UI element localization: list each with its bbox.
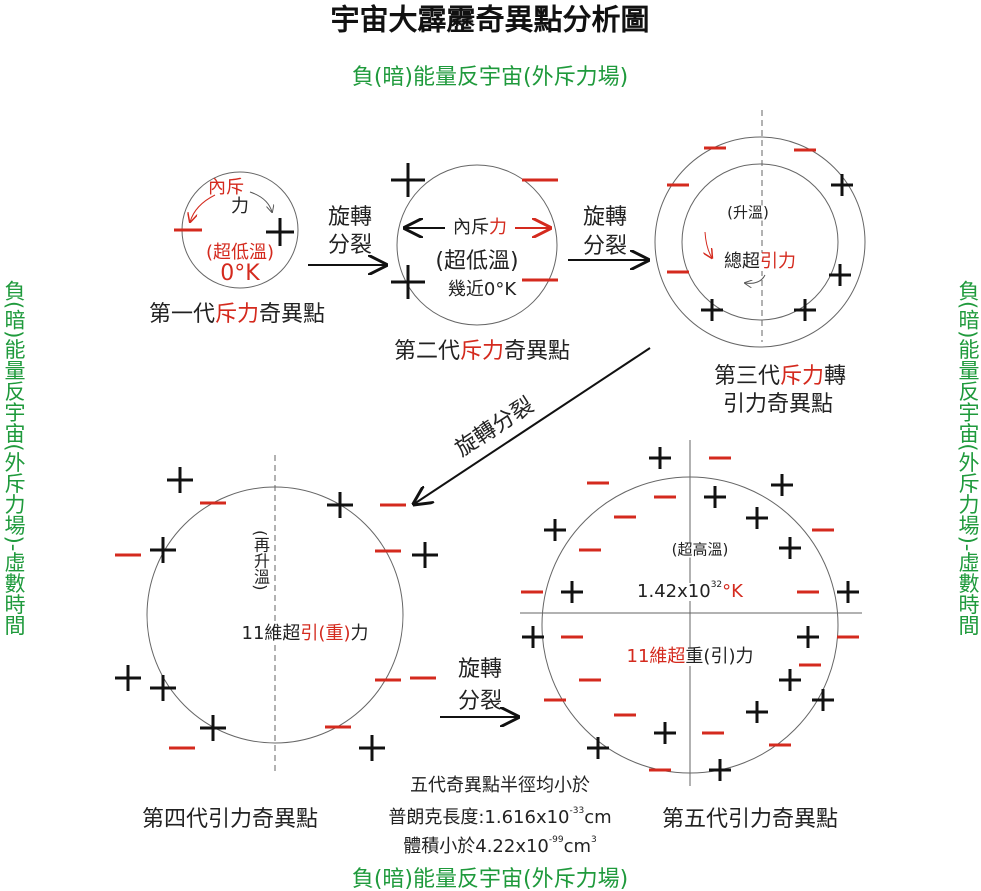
gen2-force-a: 內斥 bbox=[453, 217, 489, 238]
gen2-label: 第二代斥力奇異點 bbox=[394, 341, 570, 363]
gen1-label-red: 斥力 bbox=[214, 302, 260, 327]
gen4-force-a: 11維超 bbox=[241, 623, 301, 644]
gen4-label: 第四代引力奇異點 bbox=[141, 807, 319, 832]
gen1-inner-force: 力 bbox=[231, 196, 249, 217]
note-line3-exp2: 3 bbox=[591, 835, 597, 845]
gen1-inner-repel: 內斥 bbox=[208, 177, 244, 198]
gen3-label-a: 第三代 bbox=[713, 364, 780, 389]
gen5-force: 11維超重(引)力 bbox=[626, 646, 754, 667]
gen5-force-b: 重(引)力 bbox=[685, 646, 754, 667]
arrow1-line2: 分裂 bbox=[327, 233, 373, 258]
gen3-force: 總超引力 bbox=[724, 253, 796, 271]
gen4-force-red: 引(重) bbox=[300, 623, 351, 644]
note-line2: 普朗克長度:1.616x10-33cm bbox=[388, 806, 612, 828]
arrow2-line2: 分裂 bbox=[582, 234, 628, 259]
note-line3-b: cm bbox=[563, 836, 592, 857]
arrow3 bbox=[414, 347, 651, 504]
page-title: 宇宙大霹靂奇異點分析圖 bbox=[330, 2, 650, 37]
note-line1: 五代奇異點半徑均小於 bbox=[410, 775, 590, 796]
gen1-kelvin: 0°K bbox=[220, 261, 260, 286]
outer-field-top: 負(暗)能量反宇宙(外斥力場) bbox=[351, 65, 629, 90]
note-line2-b: cm bbox=[584, 807, 612, 828]
gen1-label-b: 奇異點 bbox=[259, 302, 326, 327]
gen5-force-red: 11維超 bbox=[626, 646, 686, 667]
gen2-label-b: 奇異點 bbox=[504, 339, 571, 364]
note-line3-a: 體積小於4.22x10 bbox=[403, 836, 549, 857]
gen2-circle bbox=[396, 164, 558, 326]
gen3-attract-arrow-left bbox=[705, 231, 712, 258]
gen3-label-line1: 第三代斥力轉 bbox=[714, 366, 846, 388]
gen3-force-a: 總超 bbox=[724, 251, 760, 272]
charge-signs bbox=[115, 146, 859, 781]
note-line2-exp: -33 bbox=[569, 806, 585, 816]
gen1-label: 第一代斥力奇異點 bbox=[149, 304, 325, 326]
note-line2-a: 普朗克長度:1.616x10 bbox=[388, 807, 570, 828]
gen3-attract-arrow-right bbox=[745, 274, 766, 283]
gen5-value-exp: 32 bbox=[710, 580, 723, 590]
gen3-temp: (升溫) bbox=[727, 203, 769, 222]
gen2-temp: (超低溫) bbox=[435, 249, 519, 274]
gen3-label-b: 轉 bbox=[824, 364, 847, 389]
gen3-outer-circle bbox=[654, 136, 866, 348]
gen1-label-a: 第一代 bbox=[148, 302, 215, 327]
gen2-kelvin: 幾近0°K bbox=[447, 279, 517, 300]
gen5-value-unit: °K bbox=[722, 581, 743, 602]
gen4-force: 11維超引(重)力 bbox=[241, 623, 369, 644]
gen4-force-b: 力 bbox=[350, 623, 369, 644]
gen3-label-line2: 引力奇異點 bbox=[722, 392, 834, 417]
arrow4-line2: 分裂 bbox=[457, 689, 503, 714]
outer-field-right: 負(暗)能量反宇宙(外斥力場)-虛數時間 bbox=[956, 280, 980, 636]
gen2-label-a: 第二代 bbox=[393, 339, 460, 364]
note-line3-exp: -99 bbox=[548, 835, 564, 845]
gen5-value-base: 1.42x10 bbox=[637, 581, 711, 602]
gen3-label-red: 斥力 bbox=[779, 364, 825, 389]
gen1-repel-arrow-left bbox=[190, 194, 216, 222]
gen2-force: 內斥力 bbox=[452, 219, 508, 237]
gen5-value: 1.42x1032°K bbox=[637, 580, 743, 602]
note-line3: 體積小於4.22x10-99cm3 bbox=[403, 835, 597, 857]
gen5-label: 第五代引力奇異點 bbox=[661, 807, 839, 832]
gen4-temp: (再升溫) bbox=[251, 530, 270, 591]
gen2-label-red: 斥力 bbox=[459, 339, 505, 364]
arrow4-line1: 旋轉 bbox=[457, 657, 503, 682]
gen1-repel-arrow-right bbox=[249, 191, 272, 212]
gen5-temp: (超高溫) bbox=[671, 540, 729, 559]
outer-field-left: 負(暗)能量反宇宙(外斥力場)-虛數時間 bbox=[2, 280, 26, 636]
arrow2-line1: 旋轉 bbox=[582, 205, 628, 230]
gen1-temp: (超低溫) bbox=[205, 242, 275, 263]
outer-field-bottom: 負(暗)能量反宇宙(外斥力場) bbox=[351, 867, 629, 891]
gen2-force-red: 力 bbox=[489, 217, 507, 238]
arrow1-line1: 旋轉 bbox=[327, 205, 373, 230]
gen3-inner-circle bbox=[681, 163, 839, 321]
gen3-force-red: 引力 bbox=[760, 251, 796, 272]
